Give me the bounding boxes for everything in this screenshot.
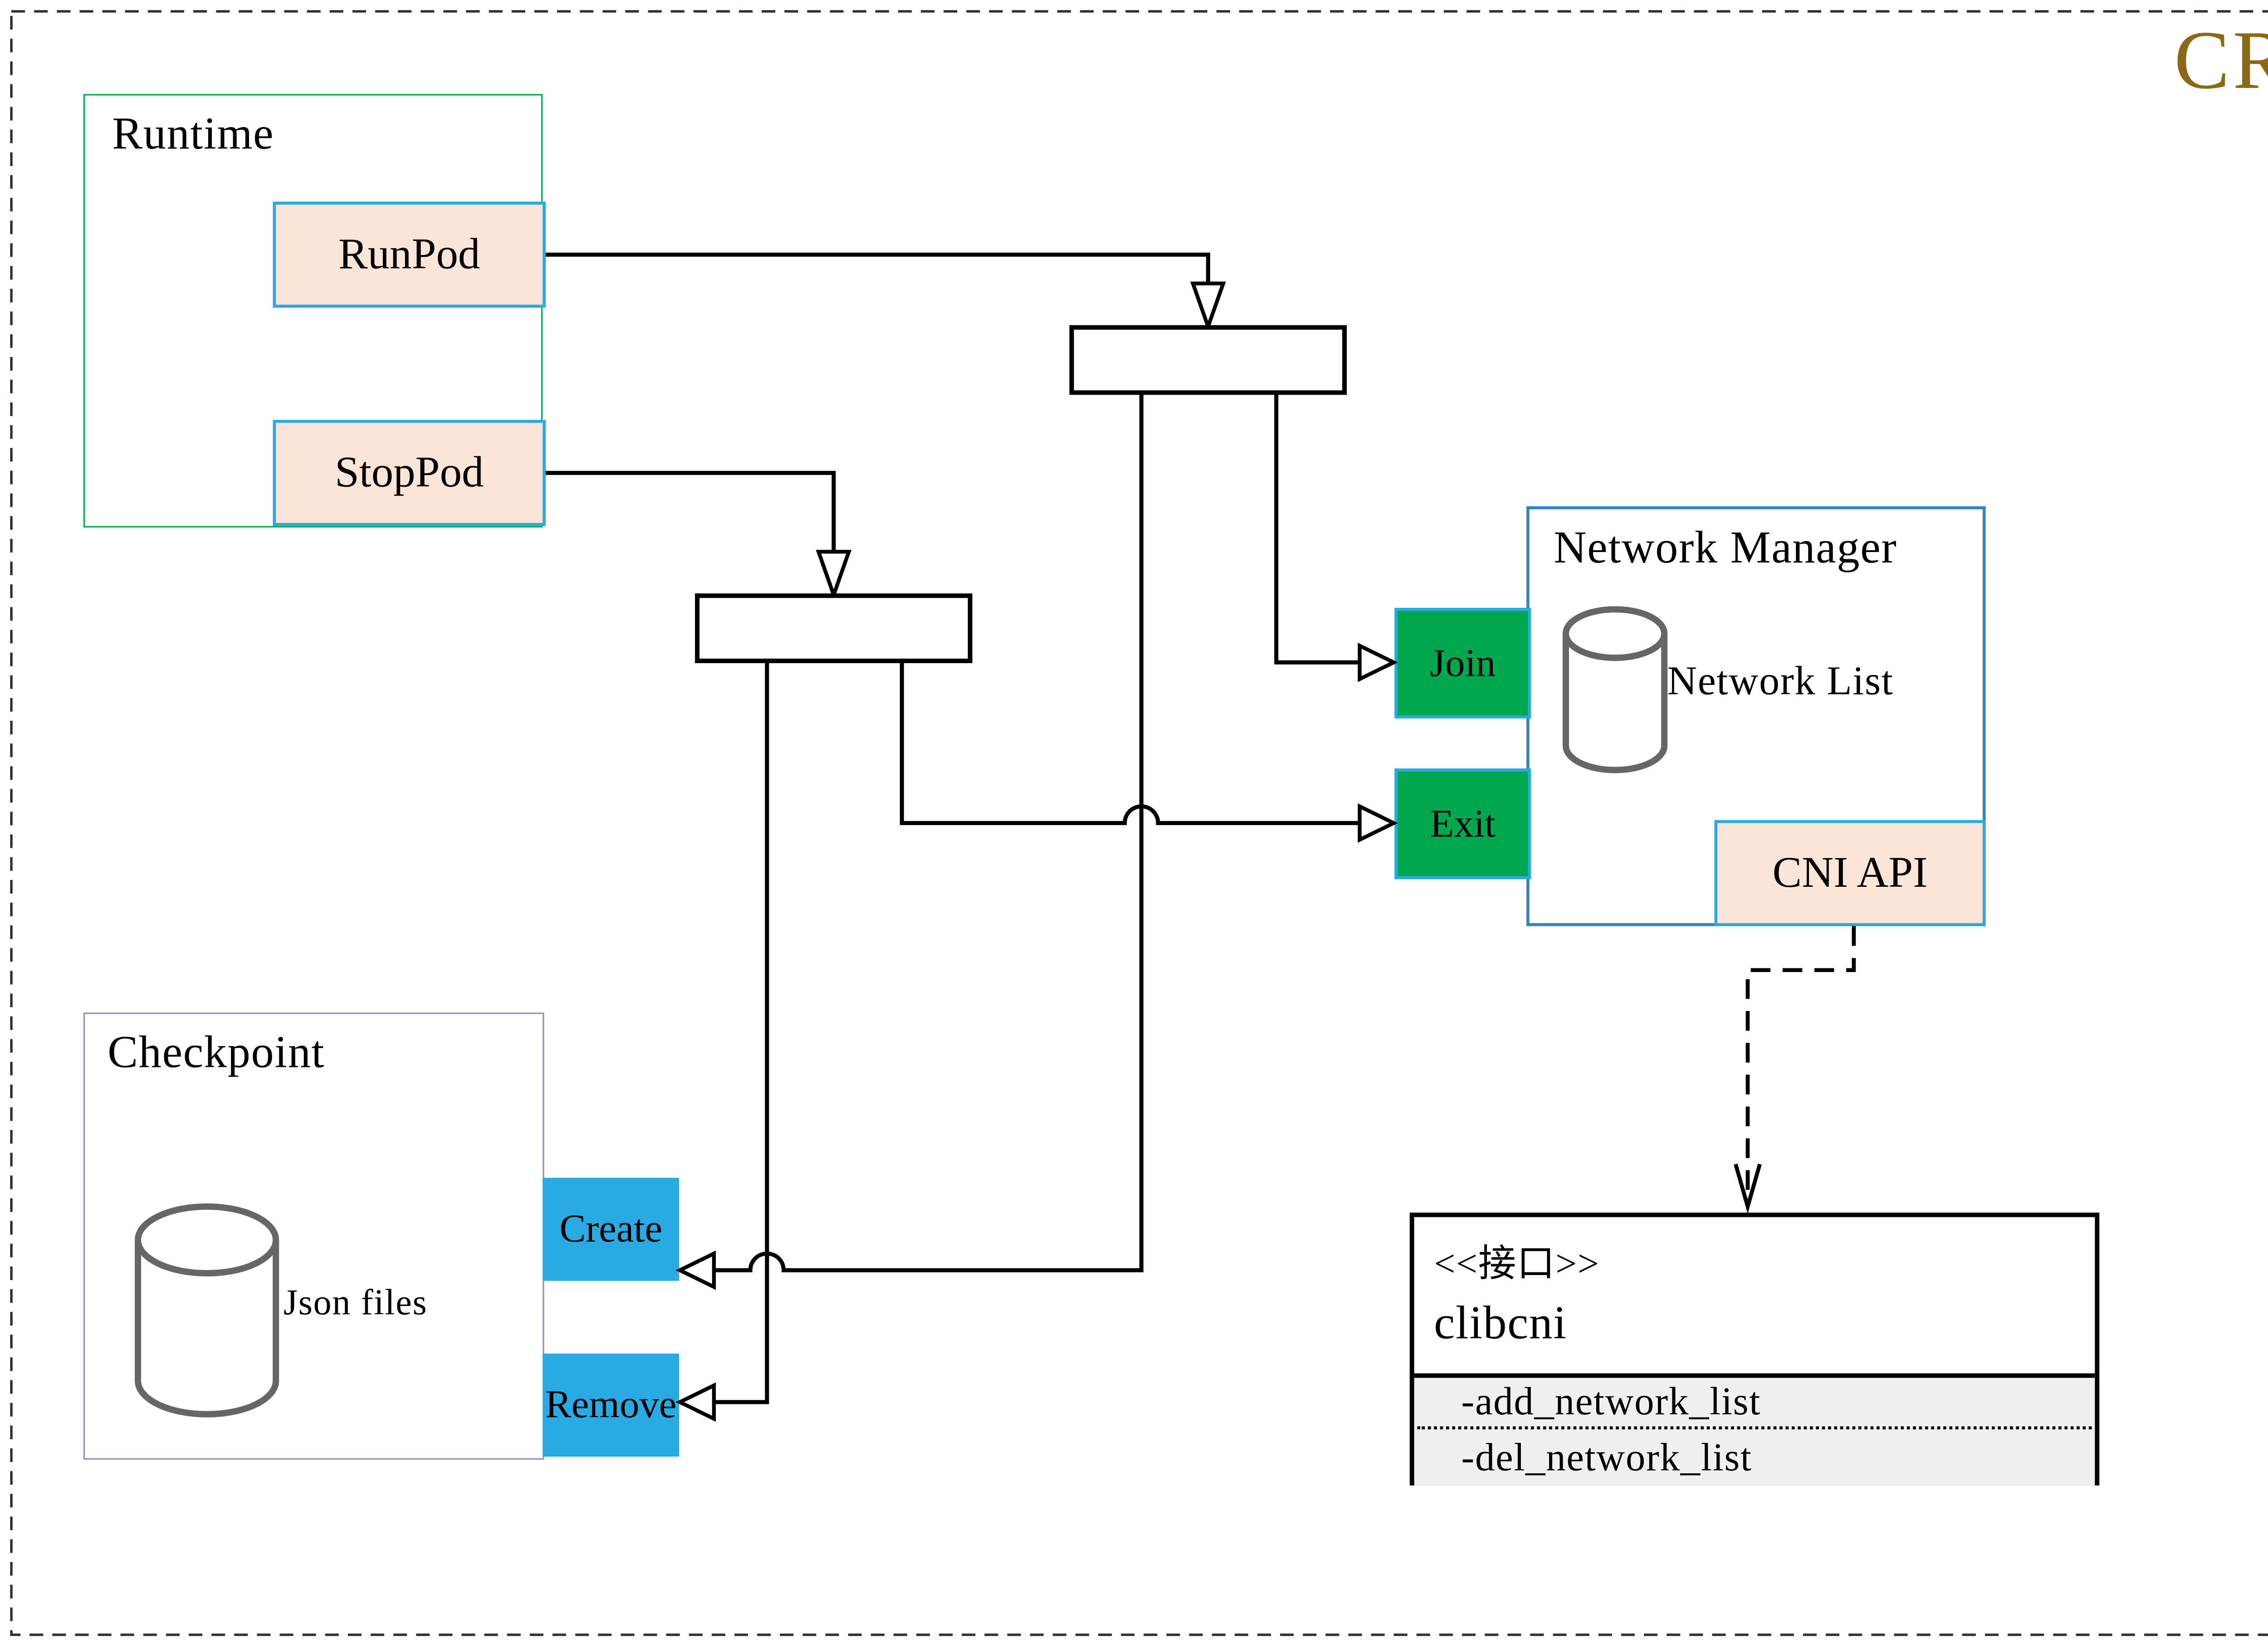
network-manager-title: Network Manager [1554, 523, 1897, 573]
runpod-box: RunPod [273, 201, 546, 308]
connector-bar1-to-join [1274, 392, 1360, 665]
arrowhead-into-bar1 [1190, 281, 1226, 332]
clibcni-method-add: -add_network_list [1461, 1379, 1761, 1423]
runpod-label: RunPod [338, 230, 480, 279]
open-arrowhead-clibcni [1734, 1163, 1762, 1214]
clibcni-method-del: -del_network_list [1461, 1434, 1752, 1479]
arrowhead-into-bar2 [816, 550, 852, 601]
checkpoint-title: Checkpoint [108, 1027, 325, 1078]
arrowhead-into-join [1358, 642, 1398, 682]
stoppod-label: StopPod [334, 448, 484, 497]
json-files-database-icon [135, 1203, 279, 1417]
connector-cniapi-to-clibcni [1745, 926, 1856, 1201]
arrowhead-into-remove [675, 1382, 716, 1422]
exit-label: Exit [1430, 801, 1496, 845]
connector-bar2-to-exit [899, 660, 1360, 826]
clibcni-header: <<接口>> clibcni [1414, 1217, 2095, 1373]
connector-bar2-to-remove [714, 660, 769, 1404]
sync-bar-2 [695, 593, 973, 663]
clibcni-name: clibcni [1434, 1296, 1567, 1349]
clibcni-methods-section: -add_network_list -del_network_list [1414, 1373, 2095, 1486]
json-files-label: Json files [283, 1284, 428, 1324]
cni-api-label: CNI API [1772, 848, 1928, 897]
create-label: Create [559, 1206, 663, 1251]
runtime-title: Runtime [112, 109, 274, 159]
cni-api-box: CNI API [1714, 820, 1986, 926]
stoppod-box: StopPod [273, 420, 546, 526]
clibcni-stereotype: <<接口>> [1434, 1244, 1600, 1285]
network-list-database-icon [1562, 606, 1668, 773]
connector-stoppod-to-bar2 [546, 471, 836, 552]
page-title: CRI [2174, 14, 2268, 106]
connector-bar1-to-create [714, 392, 1144, 1272]
exit-box: Exit [1394, 768, 1531, 880]
arrowhead-into-create [675, 1250, 716, 1290]
connector-runpod-to-bar1 [546, 252, 1210, 283]
network-list-label: Network List [1667, 658, 1894, 704]
join-label: Join [1430, 640, 1496, 684]
remove-label: Remove [545, 1382, 677, 1427]
arrowhead-into-exit [1358, 803, 1398, 843]
sync-bar-1 [1069, 325, 1347, 395]
remove-box: Remove [543, 1354, 679, 1457]
method-divider [1417, 1426, 2092, 1430]
page-border [10, 10, 2268, 1636]
clibcni-interface-box: <<接口>> clibcni -add_network_list -del_ne… [1409, 1212, 2100, 1486]
create-box: Create [543, 1178, 679, 1281]
